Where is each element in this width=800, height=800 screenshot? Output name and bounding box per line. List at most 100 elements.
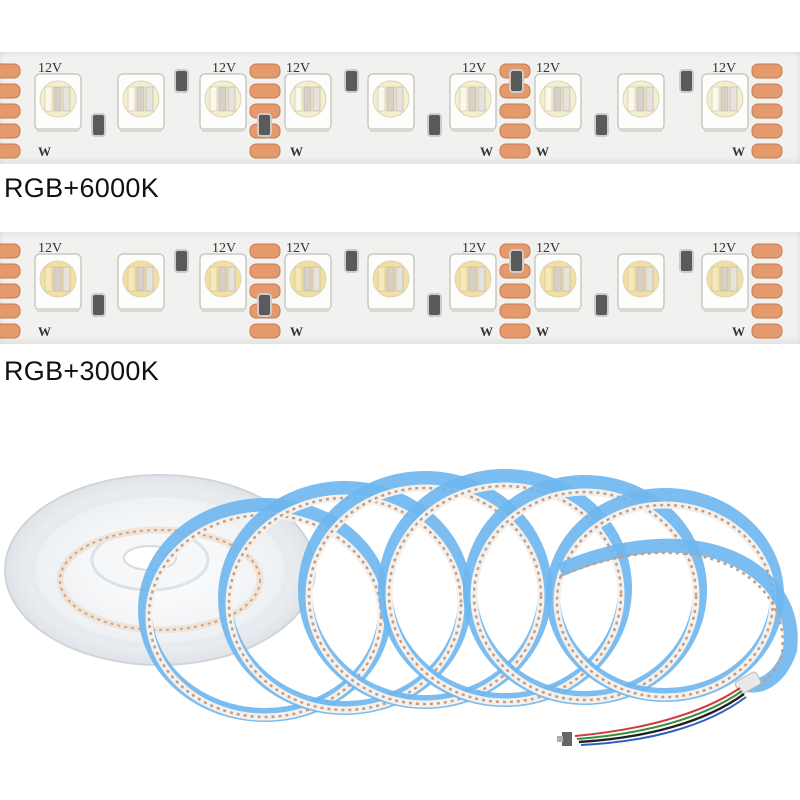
- smd-led: [534, 73, 582, 132]
- solder-pad: [249, 263, 281, 279]
- led-die: [645, 266, 654, 292]
- smd-resistor: [91, 113, 106, 137]
- solder-pad: [249, 143, 281, 159]
- led-die: [209, 86, 218, 112]
- solder-pad: [499, 303, 531, 319]
- led-die: [711, 266, 720, 292]
- led-die: [627, 266, 636, 292]
- smd-led: [449, 73, 497, 132]
- voltage-label: 12V: [712, 241, 736, 256]
- solder-pad: [0, 143, 21, 159]
- solder-pad: [0, 243, 21, 259]
- solder-pad: [751, 103, 783, 119]
- smd-led: [284, 73, 332, 132]
- led-die: [127, 86, 136, 112]
- led-base: [287, 308, 329, 312]
- led-base: [120, 308, 162, 312]
- voltage-label: 12V: [462, 241, 486, 256]
- led-die: [294, 86, 303, 112]
- led-strip-reel-photo: [4, 469, 798, 746]
- smd-led: [701, 73, 749, 132]
- led-base: [704, 128, 746, 132]
- voltage-label: 12V: [38, 61, 62, 76]
- led-base: [452, 308, 494, 312]
- solder-pad: [751, 323, 783, 339]
- led-die: [145, 266, 154, 292]
- led-die: [312, 266, 321, 292]
- smd-led: [534, 253, 582, 312]
- solder-pad: [499, 143, 531, 159]
- voltage-label: 12V: [212, 241, 236, 256]
- solder-pad: [751, 63, 783, 79]
- strip-led-row: [307, 486, 543, 706]
- smd-resistor: [344, 69, 359, 93]
- led-die: [377, 86, 386, 112]
- led-die: [544, 86, 553, 112]
- led-die: [62, 86, 71, 112]
- voltage-label: 12V: [38, 241, 62, 256]
- smd-led: [34, 253, 82, 312]
- solder-pad: [0, 103, 21, 119]
- led-base: [202, 128, 244, 132]
- solder-pad: [0, 323, 21, 339]
- led-base: [37, 128, 79, 132]
- solder-pad: [249, 243, 281, 259]
- smd-resistor: [509, 69, 524, 93]
- smd-resistor: [594, 293, 609, 317]
- white-channel-mark: W: [290, 144, 303, 159]
- strip-led-row: [472, 490, 698, 702]
- caption-rgb-6000k: RGB+6000K: [4, 173, 160, 203]
- led-base: [704, 308, 746, 312]
- strip-loop: [298, 471, 552, 709]
- led-die: [729, 86, 738, 112]
- led-die: [127, 266, 136, 292]
- smd-led: [701, 253, 749, 312]
- strip-tail-led-row: [559, 551, 784, 690]
- solder-pad: [499, 323, 531, 339]
- led-die: [459, 266, 468, 292]
- solder-pad: [249, 63, 281, 79]
- led-die: [209, 266, 218, 292]
- white-channel-mark: W: [290, 324, 303, 339]
- led-die: [729, 266, 738, 292]
- solder-pad: [0, 63, 21, 79]
- led-die: [468, 266, 477, 292]
- led-die: [636, 86, 645, 112]
- led-die: [62, 266, 71, 292]
- led-die: [720, 86, 729, 112]
- led-die: [711, 86, 720, 112]
- solder-pad: [0, 123, 21, 139]
- strip-led-row: [227, 496, 463, 712]
- voltage-label: 12V: [536, 241, 560, 256]
- led-base: [620, 308, 662, 312]
- voltage-label: 12V: [712, 61, 736, 76]
- led-die: [53, 86, 62, 112]
- solder-pad: [751, 303, 783, 319]
- led-die: [44, 86, 53, 112]
- solder-pad: [249, 83, 281, 99]
- led-base: [537, 308, 579, 312]
- strip-led-row: [555, 503, 775, 699]
- smd-resistor: [679, 69, 694, 93]
- led-die: [227, 266, 236, 292]
- white-channel-mark: W: [536, 144, 549, 159]
- led-die: [553, 266, 562, 292]
- voltage-label: 12V: [536, 61, 560, 76]
- led-die: [477, 266, 486, 292]
- solder-pad: [249, 323, 281, 339]
- solder-pad: [0, 303, 21, 319]
- solder-pad: [499, 103, 531, 119]
- smd-led: [117, 73, 165, 132]
- led-die: [459, 86, 468, 112]
- led-die: [377, 266, 386, 292]
- led-base: [370, 128, 412, 132]
- led-base: [202, 308, 244, 312]
- led-die: [218, 266, 227, 292]
- solder-pad: [751, 263, 783, 279]
- white-channel-mark: W: [38, 144, 51, 159]
- smd-resistor: [594, 113, 609, 137]
- white-channel-mark: W: [480, 324, 493, 339]
